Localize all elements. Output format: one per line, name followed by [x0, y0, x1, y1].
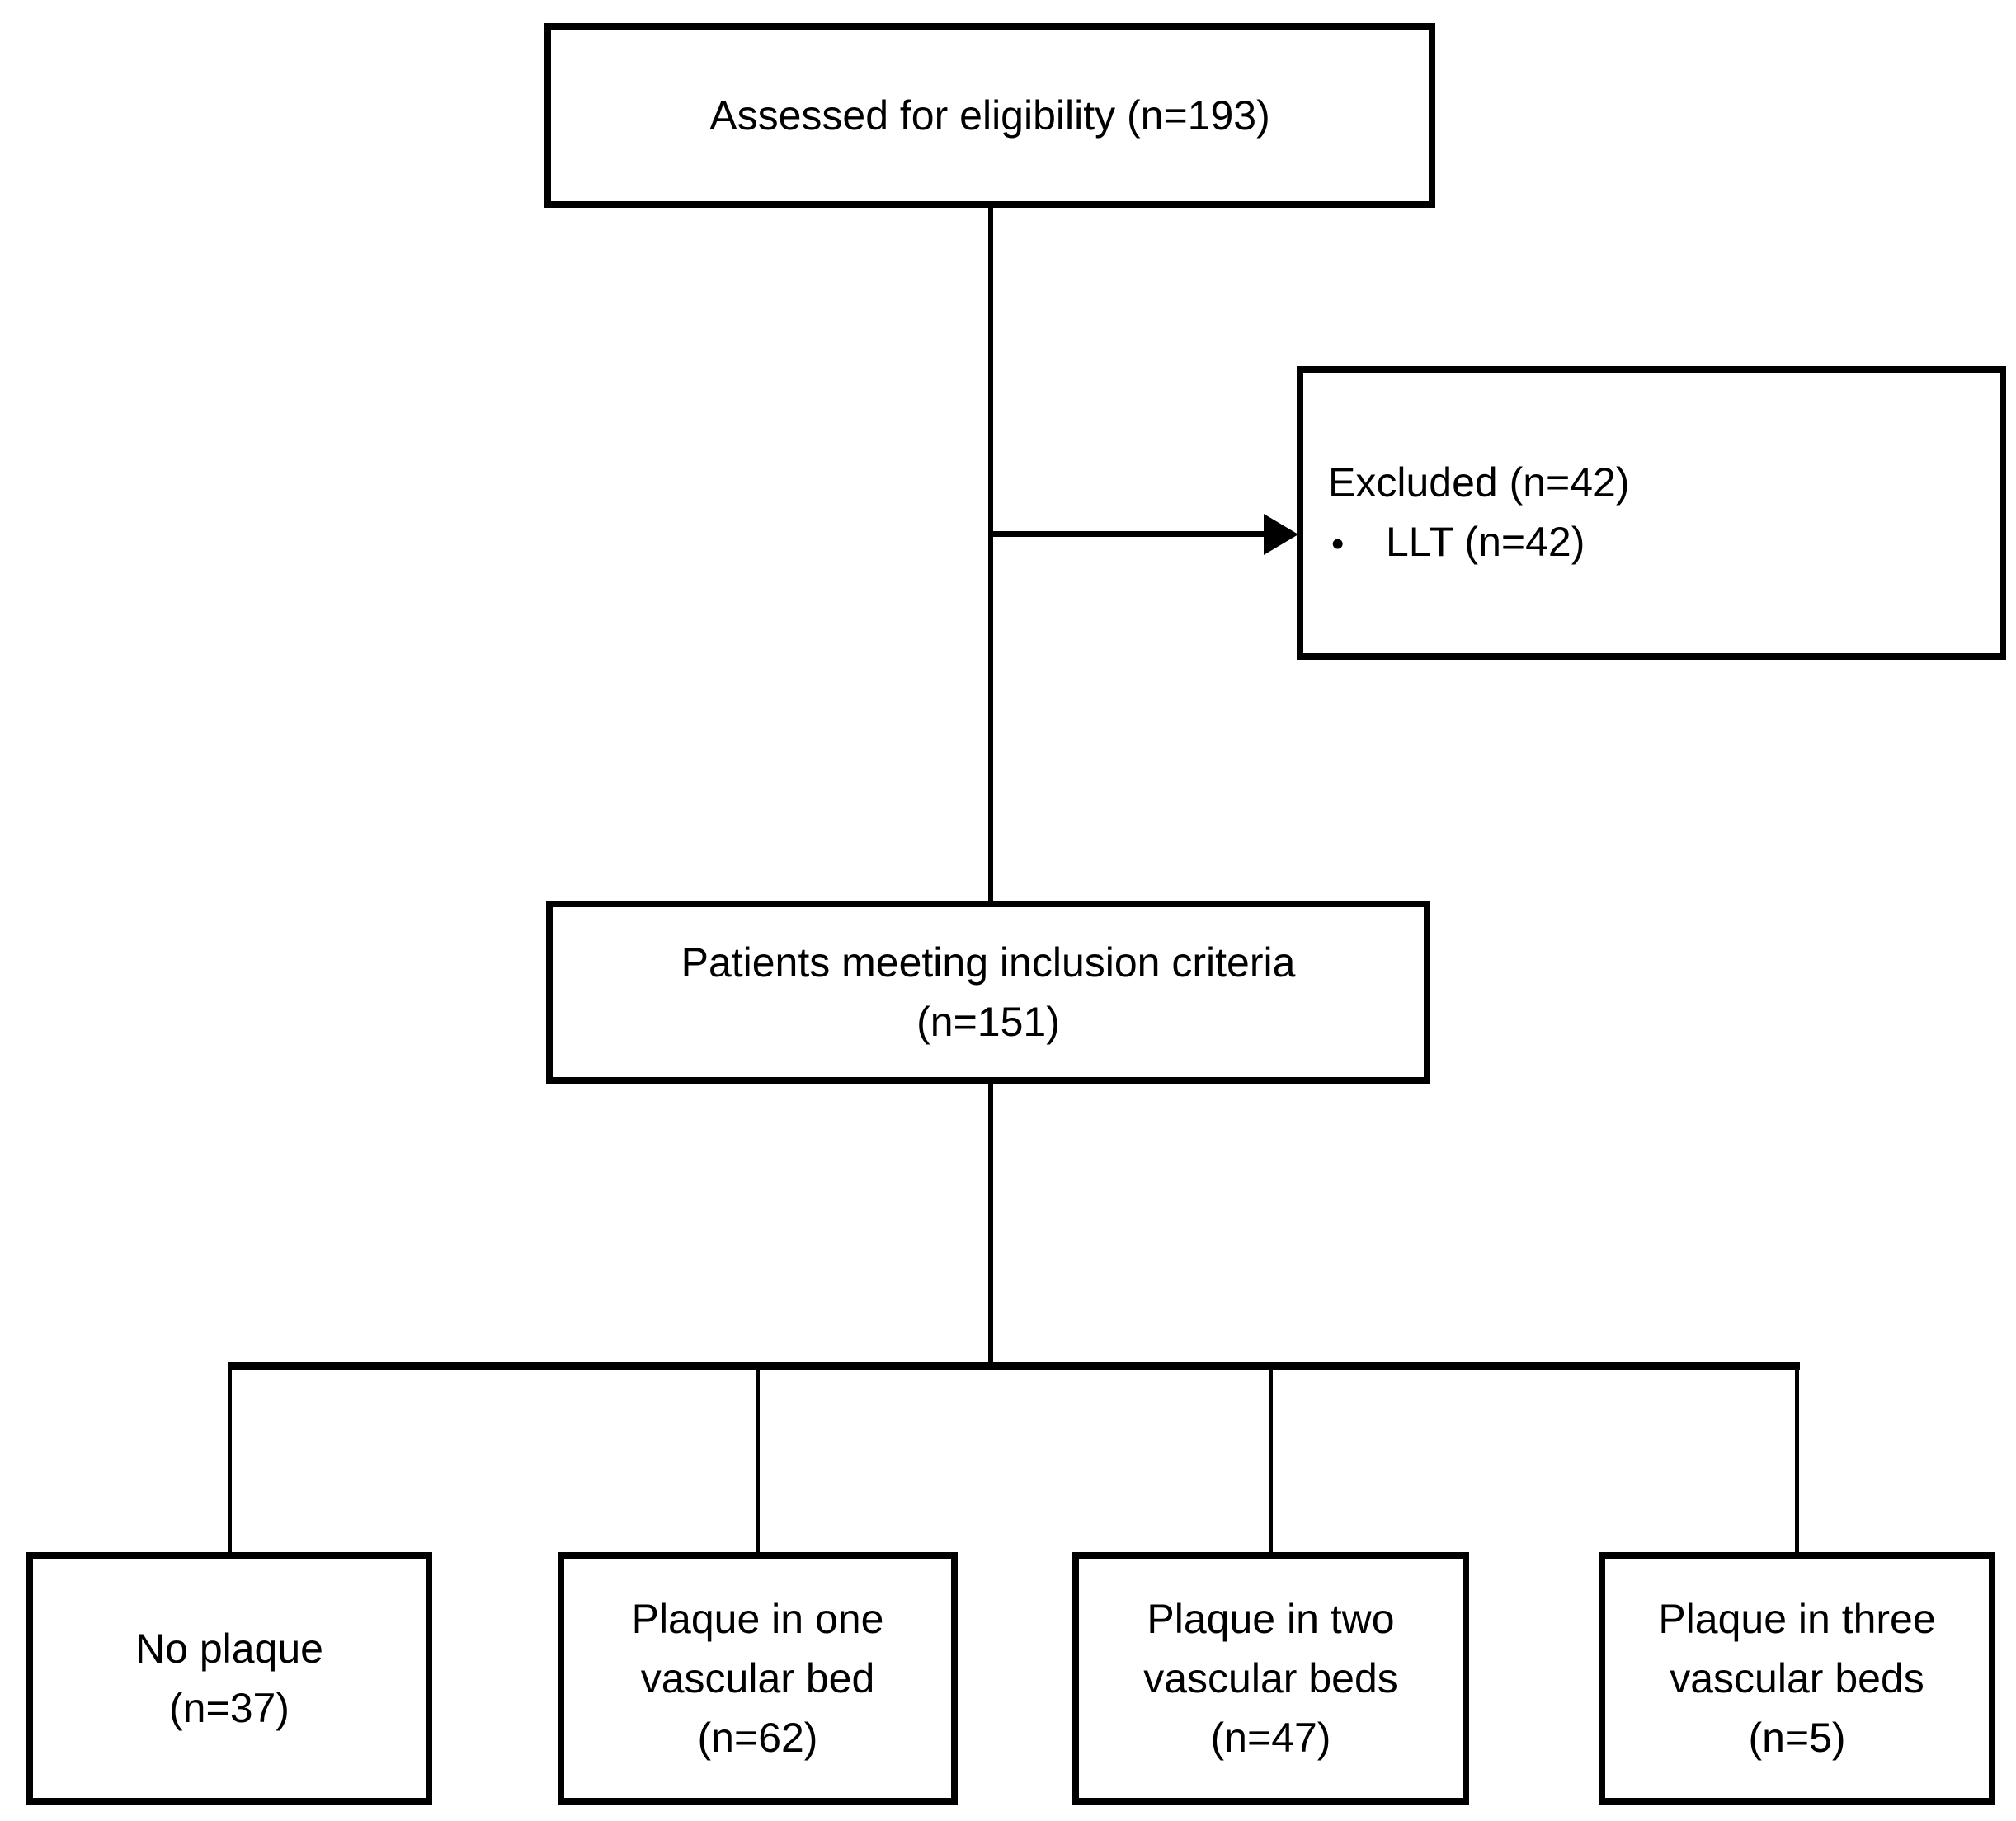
plaque-one-bed-box: Plaque in one vascular bed (n=62) [558, 1552, 958, 1805]
plaque-two-beds-label-line-2: vascular beds [1143, 1655, 1398, 1701]
connector-drop-no-plaque [228, 1367, 232, 1555]
excluded-label: Excluded (n=42) [1328, 459, 1630, 506]
no-plaque-label-line-2: (n=37) [169, 1685, 290, 1731]
plaque-one-bed-label-line-1: Plaque in one [631, 1596, 884, 1642]
assessed-label: Assessed for eligibility (n=193) [709, 92, 1270, 139]
connector-inclusion-to-branch [988, 1082, 993, 1369]
excluded-box: Excluded (n=42) • LLT (n=42) [1297, 366, 2006, 660]
assessed-for-eligibility-box: Assessed for eligibility (n=193) [544, 23, 1435, 208]
no-plaque-label-line-1: No plaque [135, 1626, 323, 1672]
plaque-three-beds-label-line-2: vascular beds [1670, 1655, 1924, 1701]
plaque-one-bed-label-line-3: (n=62) [697, 1715, 818, 1761]
connector-drop-two-beds [1269, 1367, 1273, 1555]
plaque-three-beds-label-line-1: Plaque in three [1658, 1596, 1936, 1642]
inclusion-criteria-box: Patients meeting inclusion criteria (n=1… [546, 901, 1430, 1084]
connector-drop-three-beds [1795, 1367, 1799, 1555]
plaque-two-beds-label-line-3: (n=47) [1210, 1715, 1331, 1761]
plaque-one-bed-label-line-2: vascular bed [640, 1655, 875, 1701]
plaque-two-beds-label-line-1: Plaque in two [1147, 1596, 1395, 1642]
excluded-bullet-item: LLT (n=42) [1386, 518, 1585, 565]
inclusion-label-line-1: Patients meeting inclusion criteria [681, 939, 1296, 986]
excluded-bullet-row: • LLT (n=42) [1328, 512, 1585, 574]
plaque-three-beds-label-line-3: (n=5) [1748, 1715, 1846, 1761]
connector-drop-one-bed [756, 1367, 760, 1555]
connector-assessed-to-inclusion [988, 206, 993, 902]
arrowhead-icon [1264, 514, 1298, 555]
plaque-three-beds-box: Plaque in three vascular beds (n=5) [1599, 1552, 1995, 1805]
no-plaque-box: No plaque (n=37) [26, 1552, 432, 1805]
bullet-icon: • [1331, 523, 1345, 564]
connector-arrow-to-excluded [988, 531, 1274, 537]
connector-branch-bar [228, 1362, 1800, 1370]
plaque-two-beds-box: Plaque in two vascular beds (n=47) [1072, 1552, 1469, 1805]
inclusion-label-line-2: (n=151) [916, 999, 1060, 1045]
